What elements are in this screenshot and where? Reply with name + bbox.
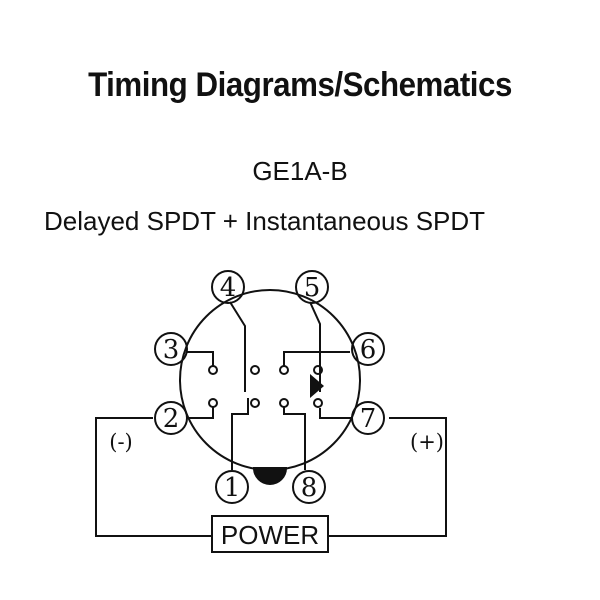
wire-pin4 <box>229 301 246 392</box>
contact-point <box>250 398 260 408</box>
pin-circle-6 <box>351 332 385 366</box>
pin-label-2: 2 <box>163 404 180 434</box>
relay-key-notch <box>252 467 288 485</box>
contact-point <box>279 365 289 375</box>
power-box <box>211 515 329 553</box>
pin-label-5: 5 <box>304 273 321 303</box>
pin-circle-3 <box>154 332 188 366</box>
pin-circle-2 <box>154 401 188 435</box>
power-label: POWER <box>221 520 319 550</box>
wire-pin7 <box>319 408 352 419</box>
pin-circle-4 <box>211 270 245 304</box>
page-title: Timing Diagrams/Schematics <box>88 66 512 104</box>
pin-circle-1 <box>215 470 249 504</box>
contact-description: Delayed SPDT + Instantaneous SPDT <box>44 206 486 236</box>
pin-label-8: 8 <box>301 473 318 503</box>
pin-label-4: 4 <box>220 273 237 303</box>
wire-pin8 <box>283 406 306 470</box>
pin-label-6: 6 <box>360 335 377 365</box>
pin-label-7: 7 <box>360 404 377 434</box>
contact-point <box>250 365 260 375</box>
wire-pin3 <box>187 351 214 366</box>
pin-circle-5 <box>295 270 329 304</box>
contact-point <box>208 365 218 375</box>
wire-pin2 <box>187 406 214 419</box>
wire-pin6 <box>283 351 350 366</box>
wire-pin5 <box>309 301 321 392</box>
contact-point <box>279 398 289 408</box>
contact-point <box>313 365 323 375</box>
power-wire-left <box>95 417 212 537</box>
contact-point <box>313 398 323 408</box>
delay-arrow-icon <box>310 374 324 398</box>
wire-pin1 <box>231 398 249 470</box>
pin-circle-8 <box>292 470 326 504</box>
minus-label: (-) <box>109 430 132 454</box>
contact-point <box>208 398 218 408</box>
pin-circle-7 <box>351 401 385 435</box>
pin-label-3: 3 <box>163 335 180 365</box>
relay-body-circle <box>179 289 361 471</box>
pin-label-1: 1 <box>224 473 241 503</box>
power-wire-right <box>328 417 447 537</box>
model-number: GE1A-B <box>252 156 348 186</box>
plus-label: (+) <box>410 430 444 454</box>
